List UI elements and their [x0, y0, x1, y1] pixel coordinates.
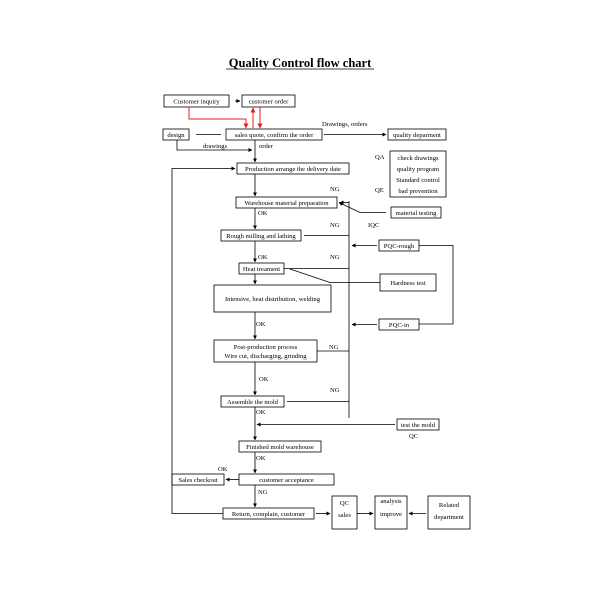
node-heat-treatment: Heat treament	[238, 262, 285, 275]
svg-text:material testing: material testing	[396, 210, 438, 217]
svg-text:Production arrange the deliver: Production arrange the delivery date	[245, 166, 341, 173]
node-assemble-mold: Assemble the mold	[220, 395, 285, 408]
arrow-material-testing	[338, 202, 386, 213]
node-design: design	[162, 128, 190, 141]
svg-text:bad prevention: bad prevention	[398, 188, 438, 195]
svg-text:Standard control: Standard control	[396, 177, 440, 184]
svg-text:Finished mold warehouse: Finished mold warehouse	[246, 444, 314, 451]
svg-text:sales: sales	[338, 512, 351, 519]
chart-title: Quality Control flow chart	[229, 56, 372, 70]
svg-text:quality deparment: quality deparment	[393, 132, 441, 139]
node-production-arrange: Production arrange the delivery date	[236, 162, 350, 175]
svg-text:Hardness test: Hardness test	[390, 280, 426, 287]
label-ng-assemble: NG	[330, 387, 340, 394]
connector-pqc-rough-in	[419, 245, 454, 325]
svg-text:Related: Related	[439, 502, 460, 509]
svg-text:Intensive, heat distribution,: Intensive, heat distribution, welding	[225, 296, 321, 303]
svg-text:Wire cut, discharging, grindin: Wire cut, discharging, grinding	[224, 353, 307, 360]
label-ok-finished: OK	[256, 455, 266, 462]
label-qa: QA	[375, 154, 385, 161]
label-ok-rough: OK	[258, 254, 268, 261]
svg-text:Return, complain, customer: Return, complain, customer	[232, 511, 306, 518]
svg-text:check drawings: check drawings	[397, 155, 439, 162]
svg-text:Heat treament: Heat treament	[243, 266, 280, 273]
node-related-department: Related department	[427, 495, 471, 530]
red-arrow-inquiry-to-quote	[188, 107, 249, 129]
connector-hardness	[289, 268, 380, 283]
qa-qe-box: check drawings quality program Standard …	[389, 150, 447, 198]
arrow-design-drawings	[176, 140, 253, 152]
label-ok-post: OK	[259, 376, 269, 383]
node-hardness-test: Hardness test	[379, 273, 437, 292]
svg-text:Assemble the mold: Assemble the mold	[227, 399, 279, 406]
label-order: order	[259, 143, 274, 150]
svg-text:QC: QC	[340, 500, 350, 507]
svg-text:design: design	[167, 132, 185, 139]
node-customer-order: customer order	[241, 94, 296, 108]
label-ok-assemble: OK	[256, 409, 266, 416]
node-sales-quote: sales quote, confirm the order	[225, 128, 323, 141]
label-ng-post: NG	[329, 344, 339, 351]
label-ng-rough: NG	[330, 222, 340, 229]
node-rough-milling: Rough milling and lathing	[220, 229, 302, 242]
svg-text:department: department	[434, 514, 464, 521]
label-qe: QE	[375, 187, 384, 194]
label-qc: QC	[409, 433, 419, 440]
svg-text:Customer inquiry: Customer inquiry	[173, 99, 220, 106]
node-return-complain: Return, complain, customer	[222, 507, 315, 520]
node-analysis-improve: analysis improve	[374, 495, 408, 530]
svg-text:customer order: customer order	[249, 99, 290, 106]
node-material-testing: material testing	[390, 206, 442, 219]
node-pqc-rough: PQC-rough	[378, 239, 420, 252]
node-finished-warehouse: Finished mold warehouse	[238, 440, 322, 453]
node-qc-sales: QC sales	[331, 495, 358, 530]
node-post-production: Post-production process Wire cut, discha…	[213, 339, 318, 363]
label-ng-warehouse: NG	[330, 186, 340, 193]
svg-text:Rough milling and lathing: Rough milling and lathing	[226, 233, 296, 240]
label-ok-intensive: OK	[256, 321, 266, 328]
svg-text:improve: improve	[380, 511, 402, 518]
label-drawings-orders: Drawings, orders	[322, 121, 368, 128]
svg-text:Post-production process: Post-production process	[234, 344, 298, 351]
node-customer-acceptance: customer acceptance	[238, 473, 335, 486]
label-ng-heat: NG	[330, 254, 340, 261]
svg-text:analysis: analysis	[380, 498, 402, 505]
arrow-return-loop	[171, 166, 236, 514]
node-warehouse-prep: Warehouse material preparation	[235, 196, 338, 209]
svg-text:sales quote, confirm the order: sales quote, confirm the order	[235, 132, 314, 139]
label-ok-acceptance: OK	[218, 466, 228, 473]
svg-text:Warehouse material preparation: Warehouse material preparation	[244, 200, 329, 207]
label-drawings: drawings	[203, 143, 228, 150]
svg-text:test the mold: test the mold	[401, 422, 436, 429]
node-intensive: Intensive, heat distribution, welding	[213, 284, 332, 313]
svg-text:Sales checkout: Sales checkout	[178, 477, 218, 484]
label-ok-warehouse: OK	[258, 210, 268, 217]
svg-text:customer acceptance: customer acceptance	[259, 477, 314, 484]
svg-text:PQC-rough: PQC-rough	[384, 243, 415, 250]
label-ng-acceptance: NG	[258, 489, 268, 496]
svg-text:quality program: quality program	[397, 166, 440, 173]
node-sales-checkout: Sales checkout	[171, 473, 225, 486]
label-iqc: IQC	[368, 222, 380, 229]
svg-text:PQC-in: PQC-in	[389, 322, 410, 329]
node-pqc-in: PQC-in	[378, 318, 420, 331]
node-quality-department: quality deparment	[387, 128, 447, 141]
node-customer-inquiry: Customer inquiry	[163, 94, 230, 108]
node-test-mold: test the mold	[396, 418, 440, 431]
